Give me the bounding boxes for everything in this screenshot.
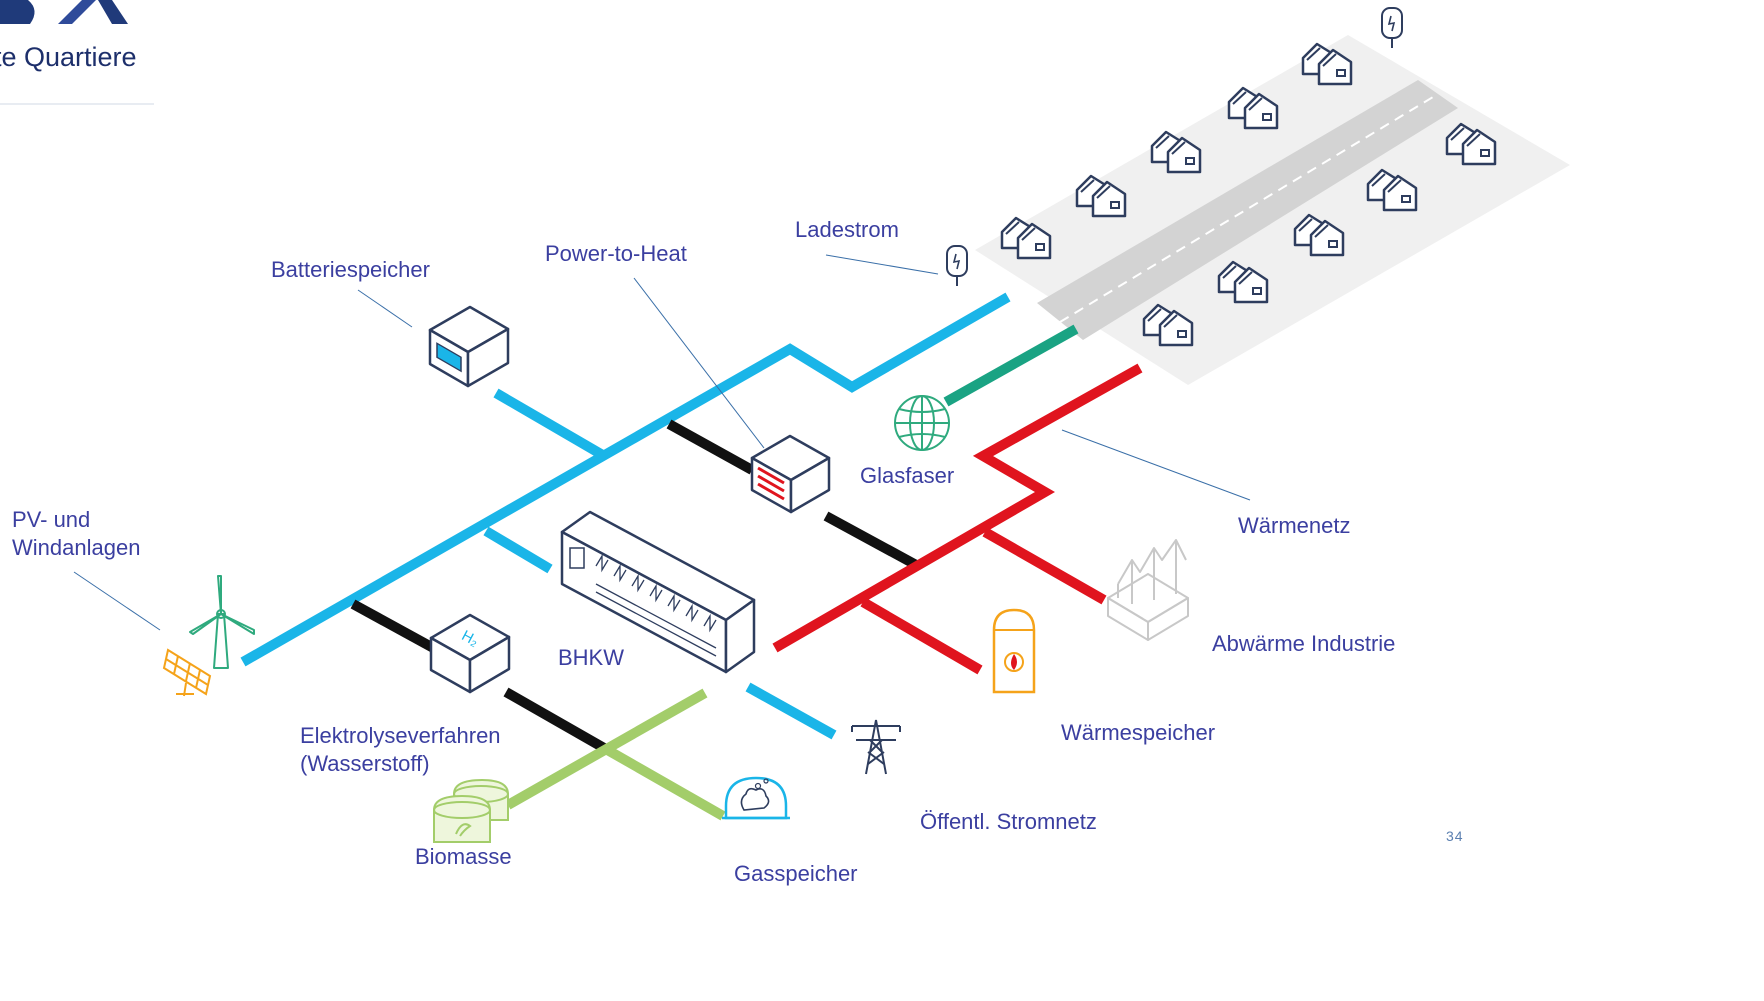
- globe-icon: [894, 395, 950, 451]
- label-waermespeicher: Wärmespeicher: [1061, 720, 1216, 745]
- electrolyser-icon: H₂: [429, 613, 511, 694]
- heat-storage-icon: [992, 608, 1036, 694]
- road-marking: [1059, 93, 1439, 323]
- biomass-icon: [433, 778, 509, 843]
- power-pylon-icon: [851, 719, 901, 775]
- solar-panel-icon: [162, 648, 212, 697]
- gas-network: [505, 688, 726, 821]
- fiber-line: [943, 324, 1079, 407]
- label-elektrolyse-line1: Elektrolyseverfahren: [300, 723, 501, 748]
- label-bhkw: BHKW: [558, 645, 624, 670]
- label-waermenetz: Wärmenetz: [1238, 513, 1351, 538]
- label-biomasse: Biomasse: [415, 844, 512, 869]
- heat-network: [772, 363, 1143, 675]
- battery-storage-icon: [428, 305, 510, 388]
- logo-text: te Quartiere: [0, 42, 137, 72]
- label-elektrolyse-line2: (Wasserstoff): [300, 751, 430, 776]
- label-stromnetz: Öffentl. Stromnetz: [920, 809, 1097, 834]
- bhkw-icon: [560, 510, 756, 674]
- label-pv-line1: PV- und: [12, 507, 91, 532]
- ev-charger-icon: [1381, 7, 1403, 49]
- power-to-heat-icon: [750, 434, 831, 514]
- ev-charger-icon: [946, 245, 968, 287]
- leader-lines: [73, 254, 1251, 631]
- wind-turbine-icon: [189, 575, 255, 669]
- label-glasfaser: Glasfaser: [860, 463, 955, 488]
- h2-mark: H₂: [459, 627, 482, 650]
- page-number: 34: [1446, 828, 1464, 844]
- label-batteriespeicher: Batteriespeicher: [271, 257, 430, 282]
- label-gasspeicher: Gasspeicher: [734, 861, 858, 886]
- factory-icon: [1107, 539, 1189, 641]
- label-power-to-heat: Power-to-Heat: [545, 241, 687, 266]
- power-network: [240, 292, 1011, 740]
- gas-storage-icon: [722, 776, 790, 820]
- label-abwaerme: Abwärme Industrie: [1212, 631, 1396, 656]
- logo-icon: [0, 0, 154, 105]
- label-pv-line2: Windanlagen: [12, 535, 141, 560]
- hydrogen-lines: [350, 419, 921, 753]
- label-ladestrom: Ladestrom: [795, 217, 899, 242]
